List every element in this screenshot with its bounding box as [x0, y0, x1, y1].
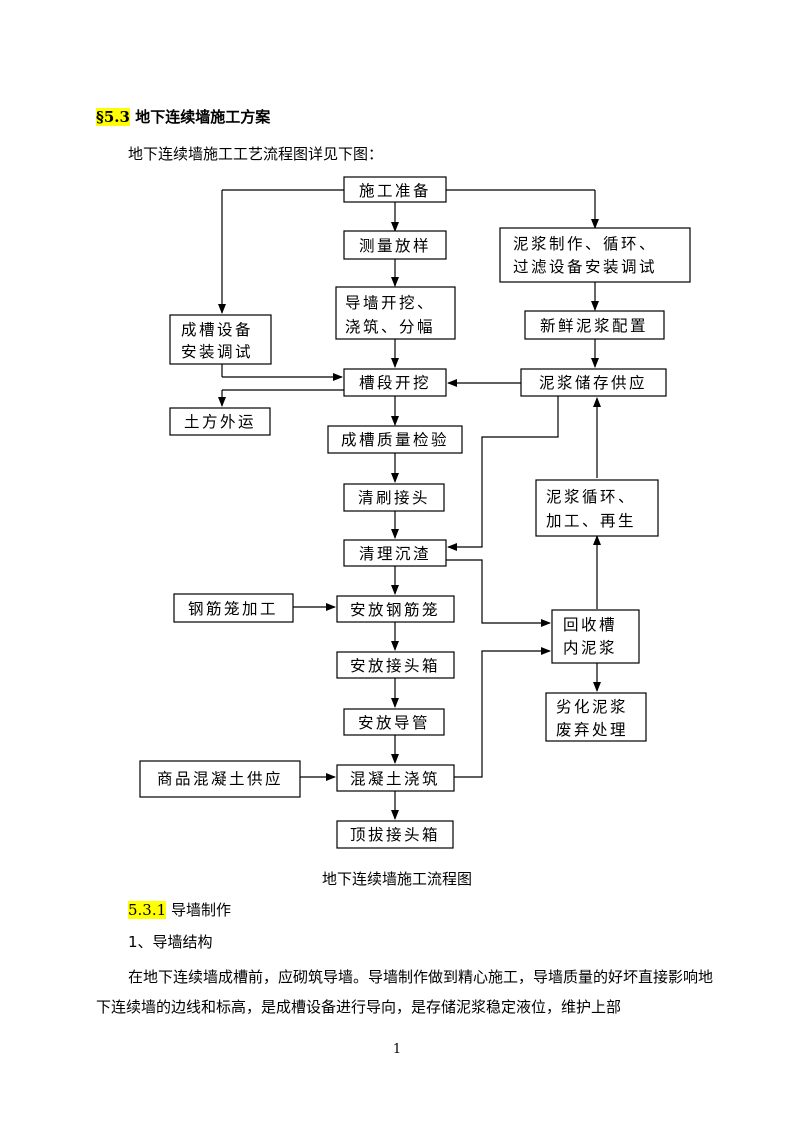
node-tremie: 安放导管 [343, 708, 445, 736]
svg-text:顶拔接头箱: 顶拔接头箱 [350, 826, 440, 844]
svg-text:安放钢筋笼: 安放钢筋笼 [350, 601, 440, 619]
node-joint-brush: 清刷接头 [343, 483, 445, 512]
svg-text:测量放样: 测量放样 [359, 237, 431, 255]
svg-text:成槽质量检验: 成槽质量检验 [341, 431, 449, 449]
svg-text:钢筋笼加工: 钢筋笼加工 [188, 600, 278, 618]
node-trench-excavation: 槽段开挖 [343, 368, 447, 397]
node-earth-transport: 土方外运 [169, 407, 271, 436]
subsection-number: 5.3.1 [128, 901, 167, 919]
svg-text:混凝土浇筑: 混凝土浇筑 [350, 770, 440, 788]
svg-text:浇筑、分幅: 浇筑、分幅 [345, 318, 435, 336]
svg-text:清理沉渣: 清理沉渣 [359, 545, 431, 563]
node-rebar-install: 安放钢筋笼 [336, 595, 455, 623]
svg-text:泥浆制作、循环、: 泥浆制作、循环、 [513, 235, 657, 253]
svg-text:废弃处理: 废弃处理 [556, 721, 628, 739]
node-guide-wall: 导墙开挖、 浇筑、分幅 [335, 286, 456, 340]
flowchart-caption: 地下连续墙施工流程图 [321, 870, 472, 888]
svg-text:安放导管: 安放导管 [358, 714, 430, 732]
section-heading: §5.3 地下连续墙施工方案 [96, 106, 270, 127]
svg-text:清刷接头: 清刷接头 [358, 489, 430, 507]
node-joint-box: 安放接头箱 [336, 651, 455, 679]
node-fresh-slurry: 新鲜泥浆配置 [524, 310, 665, 340]
node-joint-box-pull: 顶拔接头箱 [336, 820, 454, 849]
list-item-1: 1、导墙结构 [128, 933, 213, 951]
svg-text:泥浆储存供应: 泥浆储存供应 [539, 373, 647, 392]
node-survey: 测量放样 [343, 230, 447, 260]
svg-text:安装调试: 安装调试 [181, 343, 253, 361]
node-concrete-supply: 商品混凝土供应 [139, 760, 301, 798]
section-number: §5.3 [96, 108, 130, 126]
svg-text:回收槽: 回收槽 [563, 616, 617, 634]
section-title: 地下连续墙施工方案 [135, 108, 271, 126]
svg-text:劣化泥浆: 劣化泥浆 [556, 698, 628, 716]
node-quality-check: 成槽质量检验 [327, 425, 463, 454]
svg-text:加工、再生: 加工、再生 [546, 512, 636, 530]
body-paragraph: 在地下连续墙成槽前，应砌筑导墙。导墙制作做到精心施工，导墙质量的好坏直接影响地下… [96, 968, 714, 1016]
node-sediment-clean: 清理沉渣 [343, 539, 447, 567]
svg-text:商品混凝土供应: 商品混凝土供应 [157, 769, 283, 788]
subsection-heading: 5.3.1 导墙制作 [128, 899, 231, 920]
svg-text:导墙开挖、: 导墙开挖、 [345, 294, 435, 312]
svg-text:成槽设备: 成槽设备 [181, 321, 253, 339]
node-rebar-processing: 钢筋笼加工 [173, 593, 294, 623]
node-degraded-slurry: 劣化泥浆 废弃处理 [545, 692, 647, 742]
svg-text:土方外运: 土方外运 [184, 413, 256, 431]
svg-text:新鲜泥浆配置: 新鲜泥浆配置 [540, 317, 648, 335]
node-slurry-storage: 泥浆储存供应 [520, 368, 667, 397]
svg-text:泥浆循环、: 泥浆循环、 [546, 488, 636, 506]
subsection-title: 导墙制作 [170, 901, 231, 919]
svg-text:内泥浆: 内泥浆 [563, 639, 617, 657]
node-trench-equipment: 成槽设备 安装调试 [169, 314, 272, 365]
node-recovery-tank: 回收槽 内泥浆 [551, 609, 640, 664]
construction-flowchart: 施工准备 测量放样 导墙开挖、 浇筑、分幅 泥浆制作、循环、 过滤设备安装调试 … [139, 176, 691, 849]
node-prep: 施工准备 [343, 176, 447, 203]
svg-text:过滤设备安装调试: 过滤设备安装调试 [513, 258, 657, 276]
node-concrete-pour: 混凝土浇筑 [336, 764, 455, 792]
page-number: 1 [392, 1042, 402, 1057]
svg-text:施工准备: 施工准备 [359, 182, 431, 200]
node-slurry-equipment: 泥浆制作、循环、 过滤设备安装调试 [499, 227, 691, 283]
flow-connectors [218, 189, 601, 820]
svg-text:槽段开挖: 槽段开挖 [359, 374, 431, 392]
svg-text:安放接头箱: 安放接头箱 [350, 657, 440, 675]
node-slurry-recycle: 泥浆循环、 加工、再生 [535, 479, 659, 537]
intro-text: 地下连续墙施工工艺流程图详见下图： [128, 145, 384, 163]
